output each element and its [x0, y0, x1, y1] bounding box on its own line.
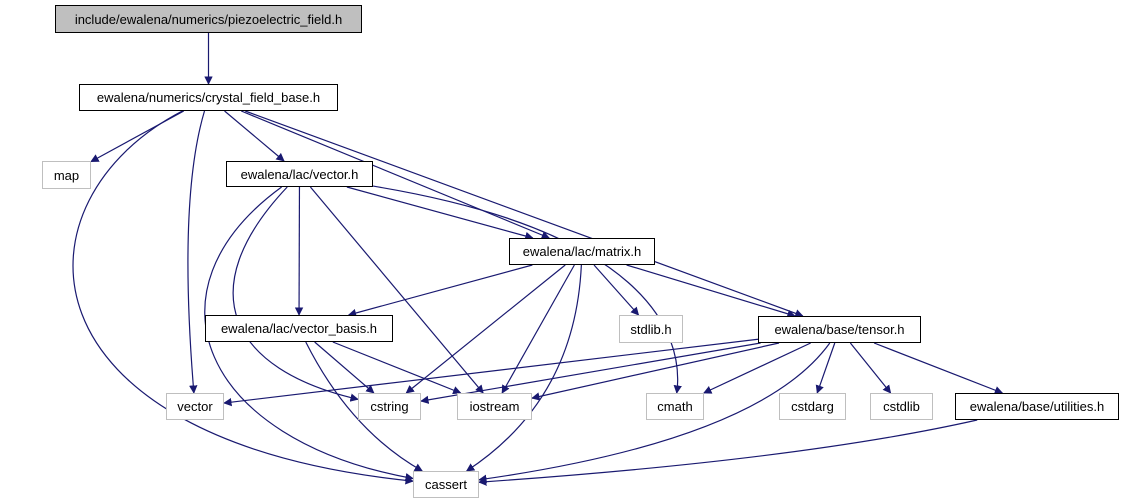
edge-matrix-to-vector_basis: [347, 264, 533, 318]
node-crystal-field-base[interactable]: ewalena/numerics/crystal_field_base.h: [79, 84, 338, 111]
edge-matrix-to-iostream: [501, 264, 575, 394]
node-stdlib: stdlib.h: [619, 315, 683, 343]
node-cmath: cmath: [646, 393, 704, 420]
edge-crystal-to-matrix: [241, 110, 551, 240]
edge-vector_h-to-cmath: [372, 185, 682, 394]
node-label: ewalena/lac/vector_basis.h: [220, 321, 378, 336]
node-cstring: cstring: [358, 393, 421, 420]
node-piezoelectric-field[interactable]: include/ewalena/numerics/piezoelectric_f…: [55, 5, 362, 33]
node-cstdlib: cstdlib: [870, 393, 933, 420]
node-label: ewalena/numerics/crystal_field_base.h: [96, 90, 321, 105]
node-label: cassert: [425, 477, 467, 492]
node-map: map: [42, 161, 91, 189]
edge-vector_h-to-iostream: [309, 186, 484, 394]
node-label: cmath: [657, 399, 693, 414]
node-label: ewalena/base/tensor.h: [774, 322, 905, 337]
edge-crystal-to-tensor: [245, 110, 804, 318]
node-label: cstdlib: [883, 399, 920, 414]
node-label: ewalena/base/utilities.h: [969, 399, 1105, 414]
node-label: include/ewalena/numerics/piezoelectric_f…: [74, 11, 343, 27]
node-tensor[interactable]: ewalena/base/tensor.h: [758, 316, 921, 343]
edge-vector_h-to-matrix: [346, 186, 534, 241]
edge-tensor-to-cstring: [420, 342, 761, 404]
node-iostream: iostream: [457, 393, 532, 420]
node-label: ewalena/lac/vector.h: [240, 166, 359, 182]
edge-tensor-to-cstdlib: [849, 342, 892, 394]
node-label: map: [53, 167, 80, 183]
edge-tensor-to-utilities: [873, 342, 1004, 395]
edge-matrix-to-stdlib: [593, 264, 640, 316]
node-vector-basis[interactable]: ewalena/lac/vector_basis.h: [205, 315, 393, 342]
edge-vector_h-to-cstring: [232, 186, 359, 402]
edge-matrix-to-cstring: [405, 264, 566, 394]
node-matrix[interactable]: ewalena/lac/matrix.h: [509, 238, 655, 265]
edge-tensor-to-vector: [223, 338, 759, 407]
edge-crystal-to-map: [90, 110, 185, 163]
node-label: cstdarg: [791, 399, 834, 414]
edge-tensor-to-cstdarg: [815, 342, 836, 394]
node-label: ewalena/lac/matrix.h: [522, 244, 642, 259]
node-label: vector: [177, 399, 213, 414]
edge-vector_basis-to-iostream: [332, 341, 462, 395]
edge-tensor-to-cassert: [478, 342, 831, 483]
edge-tensor-to-cmath: [703, 342, 811, 394]
edge-crystal-to-vector: [187, 110, 206, 394]
edge-utilities-to-cassert: [478, 419, 978, 486]
node-vector: vector: [166, 393, 224, 420]
node-vector-h[interactable]: ewalena/lac/vector.h: [226, 161, 373, 187]
edge-matrix-to-cassert: [465, 264, 582, 472]
node-utilities[interactable]: ewalena/base/utilities.h: [955, 393, 1119, 420]
edge-vector_h-to-cassert: [204, 186, 414, 482]
edge-tensor-to-iostream: [531, 342, 780, 401]
edge-crystal-to-vector_h: [224, 110, 285, 162]
edge-vector_basis-to-cstring: [314, 341, 375, 394]
node-cstdarg: cstdarg: [779, 393, 846, 420]
edge-matrix-to-tensor: [626, 264, 796, 318]
edge-crystal-to-cassert: [72, 110, 414, 485]
edge-vector_basis-to-cassert: [305, 341, 423, 472]
node-label: stdlib.h: [630, 321, 672, 337]
node-label: cstring: [370, 399, 409, 414]
node-cassert: cassert: [413, 471, 479, 498]
node-label: iostream: [469, 399, 520, 414]
